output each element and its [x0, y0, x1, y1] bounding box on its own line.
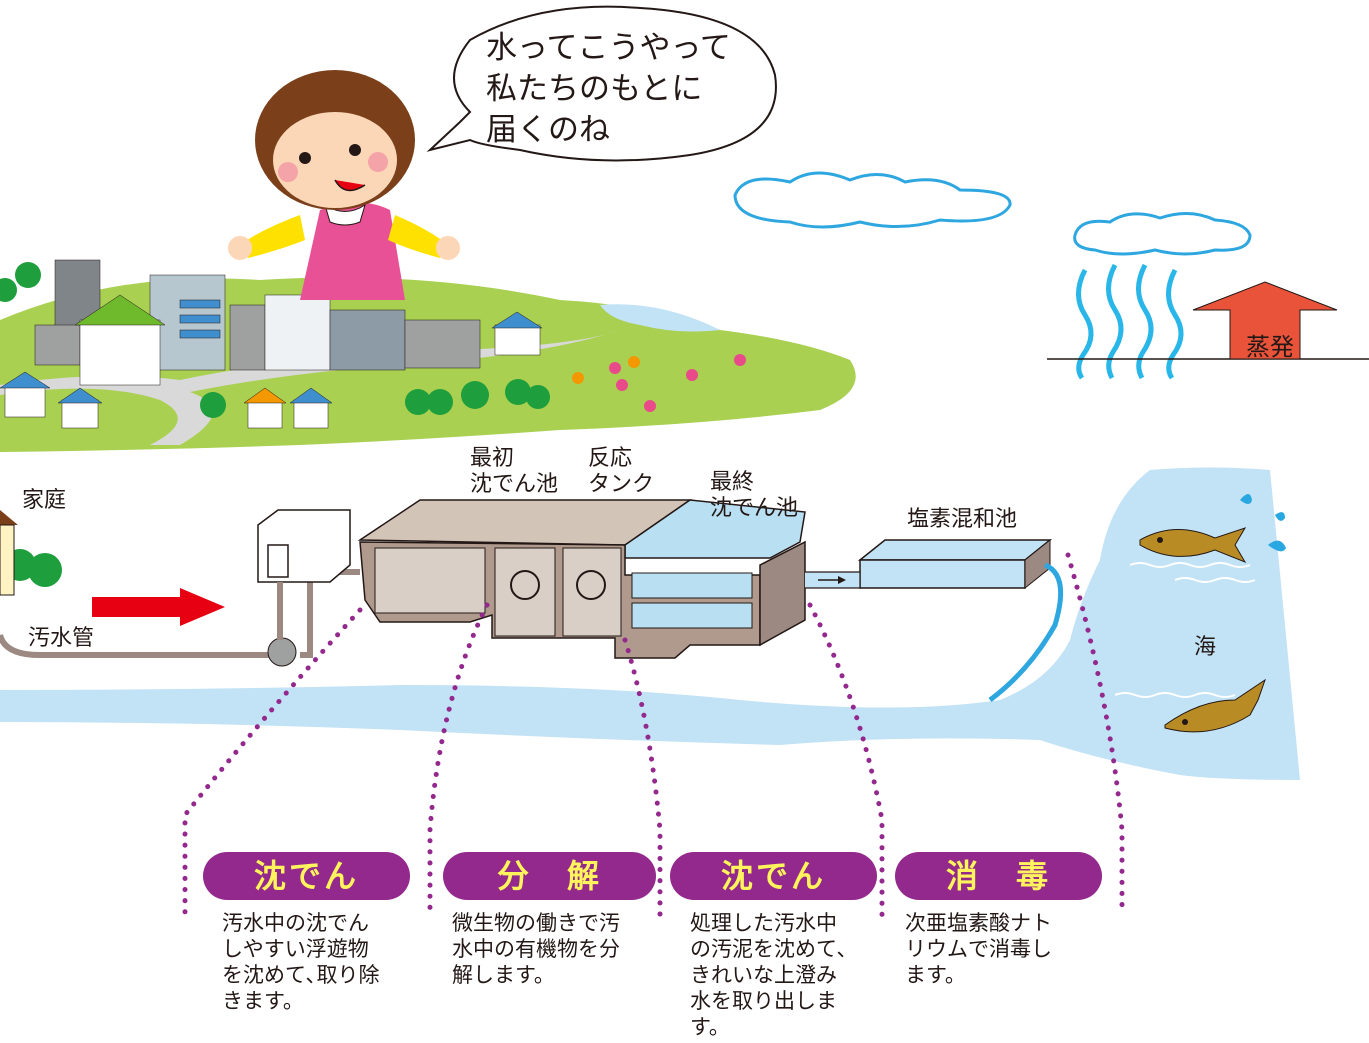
final-tank-label-line-1: 最終 — [710, 470, 755, 495]
flowers — [572, 354, 746, 412]
discharge-pipe — [988, 562, 1064, 702]
reaction-tank-label-line-1: 反応 — [588, 446, 633, 471]
girl-character — [228, 70, 460, 300]
reaction-tank-label: 反応 タンク — [588, 446, 654, 498]
stage-disinfection-title: 消 毒 — [895, 852, 1102, 900]
sewer-flow-arrow — [92, 588, 225, 626]
stage-final-sedimentation-description: 処理した汚水中 の汚泥を沈めて､ きれいな上澄み 水を取り出しま す。 — [690, 911, 848, 1039]
home-house — [0, 510, 18, 525]
final-tank-label-line-2: 沈でん池 — [710, 496, 799, 521]
river-top — [600, 304, 720, 332]
pump-house — [257, 509, 351, 583]
river — [0, 467, 1300, 780]
speech-bubble — [426, 5, 777, 162]
cloud-right — [1073, 212, 1252, 256]
reaction-tank-1 — [494, 547, 556, 637]
sewer-pipe-label: 汚水管 — [28, 626, 95, 651]
speech-line-3: 届くのね — [486, 112, 610, 148]
stage-primary-sedimentation-title: 沈でん — [203, 852, 410, 900]
trees — [0, 262, 550, 587]
stage-decomposition-title: 分 解 — [443, 852, 656, 900]
final-tank-lower — [631, 602, 753, 629]
evaporation-arrow — [1192, 281, 1338, 360]
stage-decomposition-description: 微生物の働きで汚 水中の有機物を分 解します。 — [452, 911, 620, 987]
manhole — [267, 637, 297, 667]
speech-line-2: 私たちのもとに — [486, 71, 703, 107]
water-drops — [1240, 494, 1286, 552]
primary-tank — [374, 547, 486, 614]
stage-disinfection-description: 次亜塩素酸ナト リウムで消毒し ます。 — [905, 911, 1052, 987]
primary-tank-label-line-1: 最初 — [470, 446, 515, 471]
primary-tank-label-line-2: 沈でん池 — [470, 472, 559, 497]
dotted-leader-lines — [182, 552, 1125, 918]
evaporation-waves — [1076, 263, 1184, 380]
evaporation-label: 蒸発 — [1246, 333, 1294, 361]
speech-line-1: 水ってこうやって — [486, 30, 731, 66]
final-tank-label: 最終 沈でん池 — [710, 470, 798, 522]
city-buildings — [0, 259, 543, 429]
reaction-tank-label-line-2: タンク — [588, 472, 655, 497]
cloud-left — [733, 171, 1012, 229]
stage-final-sedimentation-title: 沈でん — [670, 852, 877, 900]
fish-icon — [1139, 527, 1266, 733]
home-label: 家庭 — [22, 488, 67, 513]
stage-primary-sedimentation-description: 汚水中の沈でん しやすい浮遊物 を沈めて､取り除 きます。 — [222, 911, 380, 1013]
reaction-tank-2 — [562, 547, 622, 637]
sea-label: 海 — [1194, 635, 1217, 660]
chlorine-tank-label: 塩素混和池 — [907, 507, 1018, 532]
speech-text: 水ってこうやって 私たちのもとに 届くのね — [486, 28, 731, 151]
primary-tank-label: 最初 沈でん池 — [470, 446, 558, 498]
final-tank-upper — [631, 572, 753, 599]
chlorine-tank — [857, 539, 1053, 561]
